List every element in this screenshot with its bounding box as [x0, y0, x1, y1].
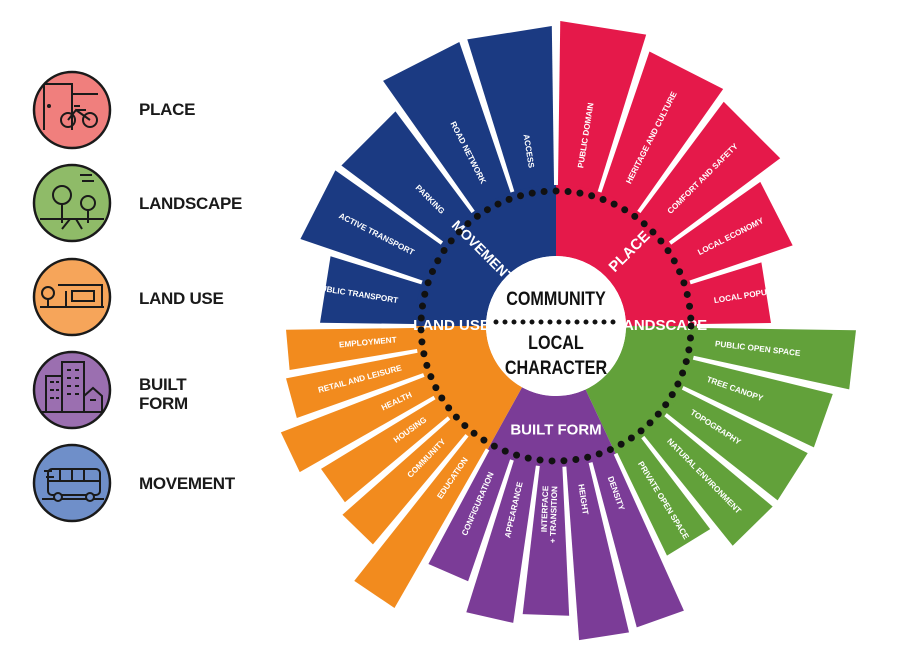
- sector-ring-place: [556, 185, 697, 326]
- center-local-label: LOCAL: [528, 332, 584, 354]
- center-character-label: CHARACTER: [505, 357, 607, 379]
- petal-private-open-space: [614, 433, 711, 556]
- petal-interface-transition: [522, 460, 570, 616]
- buildings-icon: [32, 350, 112, 430]
- legend: PLACE LANDSCAPE LAND USE BUILT FORM: [0, 0, 250, 651]
- petal-height: [565, 457, 630, 641]
- legend-item-builtform: BUILT FORM: [32, 350, 252, 430]
- petal-active-transport: [300, 170, 446, 283]
- legend-label-landscape: LANDSCAPE: [139, 194, 243, 213]
- bus-icon: [32, 443, 112, 523]
- sector-ring-landscape: [585, 326, 697, 454]
- wheel-center: COMMUNITY LOCAL CHARACTER: [417, 187, 695, 465]
- petal-public-domain: [557, 21, 647, 198]
- sector-ring-movement: [415, 185, 556, 326]
- legend-item-movement: MOVEMENT: [32, 443, 252, 523]
- petal-local-population: [684, 262, 771, 325]
- petal-comfort-and-safety: [636, 101, 781, 246]
- petal-community: [342, 415, 470, 545]
- petal-label-interface-transition: INTERFACE+ TRANSITION: [540, 485, 560, 543]
- sector-ring-land-use: [415, 326, 523, 450]
- petal-public-transport: [320, 256, 428, 325]
- petal-retail-and-leisure: [286, 351, 429, 418]
- legend-label-place: PLACE: [139, 100, 196, 119]
- petal-access: [467, 26, 555, 198]
- petal-density: [590, 449, 684, 628]
- petal-local-economy: [666, 181, 793, 283]
- legend-item-landuse: LAND USE: [32, 257, 252, 337]
- bicycle-door-icon: [32, 70, 112, 150]
- petal-topography: [662, 386, 808, 501]
- petal-configuration: [428, 444, 513, 582]
- legend-label-landuse: LAND USE: [139, 289, 224, 308]
- sector-label-land-use: LAND USE: [413, 317, 490, 334]
- petal-public-open-space: [687, 327, 856, 390]
- petal-employment: [286, 327, 423, 370]
- petal-natural-environment: [640, 412, 773, 546]
- legend-label-builtform-line1: BUILT: [139, 375, 187, 394]
- legend-label-builtform-line2: FORM: [139, 394, 188, 413]
- legend-label-movement: MOVEMENT: [139, 474, 235, 493]
- petal-health: [280, 374, 439, 473]
- trees-road-icon: [32, 163, 112, 243]
- sector-label-landscape: LANDSCAPE: [614, 317, 707, 334]
- petal-parking: [341, 111, 476, 246]
- petal-tree-canopy: [678, 358, 833, 448]
- legend-label-builtform: BUILT FORM: [139, 375, 188, 413]
- dotted-ring: [417, 187, 695, 465]
- petal-road-network: [383, 42, 513, 216]
- petal-heritage-and-culture: [599, 51, 724, 216]
- sector-label-built-form: BUILT FORM: [510, 421, 601, 438]
- legend-item-landscape: LANDSCAPE: [32, 163, 252, 243]
- sector-ring-built-form: [487, 387, 616, 467]
- petal-housing: [321, 396, 453, 503]
- petal-appearance: [466, 454, 537, 623]
- center-community-label: COMMUNITY: [506, 288, 606, 310]
- petal-education: [354, 431, 489, 609]
- shopfront-icon: [32, 257, 112, 337]
- legend-item-place: PLACE: [32, 70, 252, 150]
